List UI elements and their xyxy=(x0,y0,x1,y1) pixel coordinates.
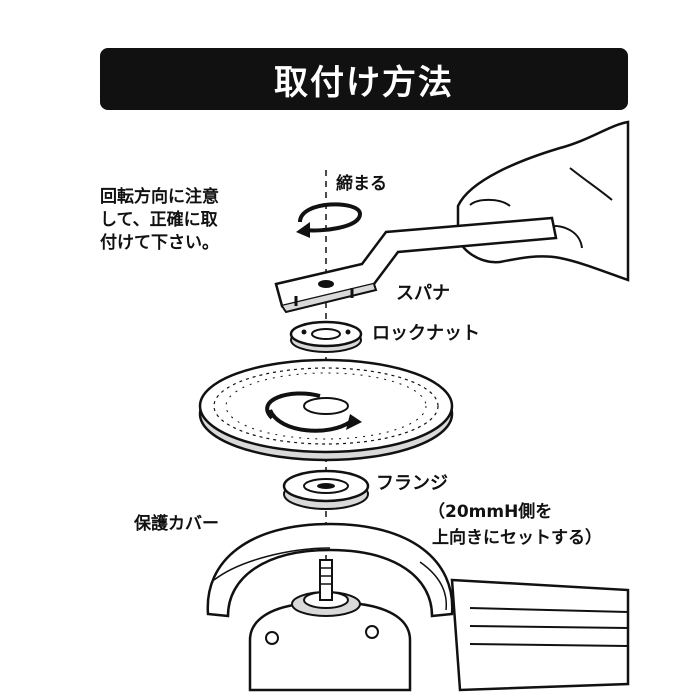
title-banner: 取付け方法 xyxy=(100,48,628,110)
guard-label: 保護カバー xyxy=(134,514,219,534)
flange-note-line-1: （20mmH側を xyxy=(428,502,553,522)
hand-illustration xyxy=(456,120,630,282)
guard-illustration xyxy=(206,522,454,618)
instruction-line: 回転方向に注意 xyxy=(100,187,219,207)
spanner-label: スパナ xyxy=(396,283,450,304)
lock-nut-illustration xyxy=(289,320,363,353)
blade-illustration xyxy=(198,358,454,462)
tighten-label: 締まる xyxy=(336,174,387,194)
flange-illustration xyxy=(282,469,370,510)
tighten-rotation-arrow xyxy=(296,202,363,238)
spanner-illustration xyxy=(274,216,558,314)
instruction-note: 回転方向に注意 して、正確に取 付けて下さい。 xyxy=(100,186,219,255)
instruction-line: 付けて下さい。 xyxy=(100,233,219,253)
lock-nut-label: ロックナット xyxy=(372,323,480,344)
grinder-body-illustration xyxy=(248,559,630,692)
flange-note-line-2: 上向きにセットする） xyxy=(432,528,602,548)
page-title: 取付け方法 xyxy=(274,62,454,103)
flange-label: フランジ xyxy=(376,473,448,494)
instruction-line: して、正確に取 xyxy=(100,210,218,230)
